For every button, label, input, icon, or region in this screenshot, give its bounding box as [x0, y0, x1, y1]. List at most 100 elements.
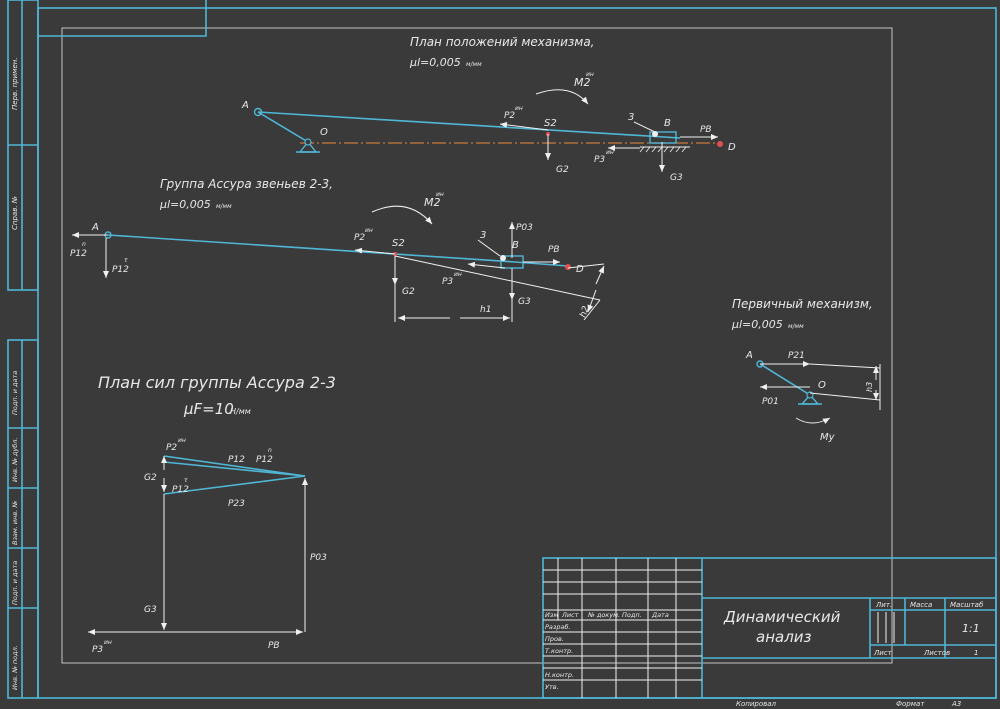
- force-label-P12n: P12: [256, 455, 273, 465]
- link-AB: [257, 111, 681, 139]
- point-D: [717, 141, 723, 147]
- title-block-lit: Лит.: [875, 601, 892, 609]
- stamp-dup-inv: Инв. № дубл.: [11, 438, 19, 482]
- positions-plan: План положений механизма, μl=0,005 м/мм …: [241, 35, 736, 183]
- assur-label-h1: h1: [480, 305, 491, 315]
- assur-label-D: D: [576, 264, 584, 275]
- assur-label-h2: h2: [578, 305, 591, 319]
- top-left-stamp-frame: [38, 0, 207, 37]
- force-label-P03: P03: [310, 553, 327, 563]
- title-block-sheets-count: 1: [974, 649, 978, 657]
- label-P2: P2: [504, 111, 515, 121]
- title-block-sheets: Листов: [923, 649, 950, 657]
- title-block-format: Формат: [896, 700, 925, 708]
- side-stamps: Перв. примен. Справ. № Подп. и дата Инв.…: [7, 0, 39, 699]
- title-block-header-date: Дата: [651, 611, 669, 619]
- force-label-P12: P12: [228, 455, 245, 465]
- label-O: O: [320, 127, 328, 138]
- assur-label-S2: S2: [392, 238, 405, 249]
- assur-label-M2-sup: ин: [436, 191, 444, 198]
- stamp-first-use: Перв. примен.: [11, 57, 19, 110]
- force-label-P2-sup: ин: [178, 437, 186, 444]
- title-block-row-razrab: Разраб.: [545, 623, 571, 631]
- title-block-header-izm: Изм: [545, 611, 558, 619]
- assur-group-scale-unit: м/мм: [216, 203, 232, 210]
- force-label-P2: P2: [166, 443, 177, 453]
- primary-scale: μl=0,005: [731, 318, 783, 331]
- assur-label-P2-sup: ин: [365, 227, 373, 234]
- label-P2-sup: ин: [515, 105, 523, 112]
- assur-label-P03: P03: [516, 223, 533, 233]
- force-plan-scale: μF=10: [183, 400, 234, 418]
- assur-label-P12n: P12: [70, 249, 87, 259]
- primary-title: Первичный механизм,: [732, 297, 873, 311]
- label-G3: G3: [670, 173, 683, 183]
- title-block-header-list: Лист: [561, 611, 579, 619]
- primary-label-h: h3: [865, 382, 874, 392]
- title-block-row-utv: Утв.: [545, 683, 559, 691]
- stamp-sign-date-1: Подп. и дата: [11, 371, 19, 415]
- label-3: 3: [628, 112, 634, 123]
- assur-label-3: 3: [480, 230, 486, 241]
- assur-label-P2: P2: [354, 233, 365, 243]
- assur-label-P12t-sup: τ: [124, 257, 128, 264]
- title-block-copied: Копировал: [736, 700, 777, 708]
- assur-label-P12t: P12: [112, 265, 129, 275]
- stamp-ref-no: Справ. №: [11, 196, 19, 230]
- primary-scale-unit: м/мм: [788, 323, 804, 330]
- slider-B: [649, 131, 677, 144]
- label-Pb: PB: [700, 125, 712, 135]
- label-B: B: [664, 118, 671, 129]
- assur-group-title: Группа Ассура звеньев 2-3,: [160, 177, 333, 191]
- title-block-scale-label: Масштаб: [950, 601, 984, 609]
- title-block-header-doc: № докум.: [587, 611, 620, 619]
- label-A: A: [241, 100, 249, 111]
- crank-AO: [257, 111, 309, 143]
- primary-label-Mu: Mу: [820, 432, 836, 443]
- assur-label-G3: G3: [518, 297, 531, 307]
- force-label-G3: G3: [144, 605, 157, 615]
- title-block-row-tkontr: Т.контр.: [545, 647, 573, 655]
- title-block-scale-value: 1:1: [962, 622, 980, 635]
- force-plan: План сил группы Ассура 2-3 μF=10 Н/мм P2…: [88, 373, 336, 655]
- title-block-format-value: А3: [951, 700, 961, 708]
- stamp-orig-inv: Инв. № подл.: [11, 645, 19, 690]
- positions-plan-scale-unit: м/мм: [466, 61, 482, 68]
- assur-label-P3: P3: [442, 277, 453, 287]
- force-plan-scale-unit: Н/мм: [230, 407, 251, 416]
- assur-label-M2: M2: [424, 196, 441, 209]
- title-block-row-prov: Пров.: [545, 635, 564, 643]
- force-label-Pb: PB: [268, 641, 280, 651]
- force-label-G2: G2: [144, 473, 157, 483]
- primary-label-P21: P21: [788, 351, 805, 361]
- label-S2: S2: [544, 118, 557, 129]
- assur-group-scale: μl=0,005: [159, 198, 211, 211]
- force-label-P12n-sup: n: [268, 447, 272, 454]
- joint-A: [253, 107, 263, 117]
- force-label-P23: P23: [228, 499, 245, 509]
- force-label-P3-sup: ин: [104, 639, 112, 646]
- label-P3-sup: ин: [606, 149, 614, 156]
- drawing-title-line-1: Динамический: [723, 608, 841, 626]
- label-P3: P3: [594, 155, 605, 165]
- force-plan-title: План сил группы Ассура 2-3: [98, 373, 336, 392]
- title-block-header-sign: Подп.: [622, 611, 642, 619]
- title-block-mass: Масса: [910, 601, 932, 609]
- label-D: D: [728, 142, 736, 153]
- positions-plan-scale: μl=0,005: [409, 56, 461, 69]
- assur-label-P3-sup: ин: [454, 271, 462, 278]
- label-M2-sup: ин: [586, 71, 594, 78]
- force-label-P12t-sup: τ: [184, 477, 188, 484]
- assur-label-P12n-sup: n: [82, 241, 86, 248]
- positions-plan-title: План положений механизма,: [410, 35, 595, 49]
- assur-label-B: B: [512, 240, 519, 251]
- label-G2: G2: [556, 165, 569, 175]
- label-M2: M2: [574, 76, 591, 89]
- primary-label-P01: P01: [762, 397, 779, 407]
- assur-label-Pb: PB: [548, 245, 560, 255]
- drawing-title-line-2: анализ: [756, 628, 812, 646]
- drawing-border: [61, 27, 893, 664]
- stamp-repl-inv: Взам. инв. №: [11, 501, 19, 545]
- assur-group: Группа Ассура звеньев 2-3, μl=0,005 м/мм…: [70, 177, 605, 322]
